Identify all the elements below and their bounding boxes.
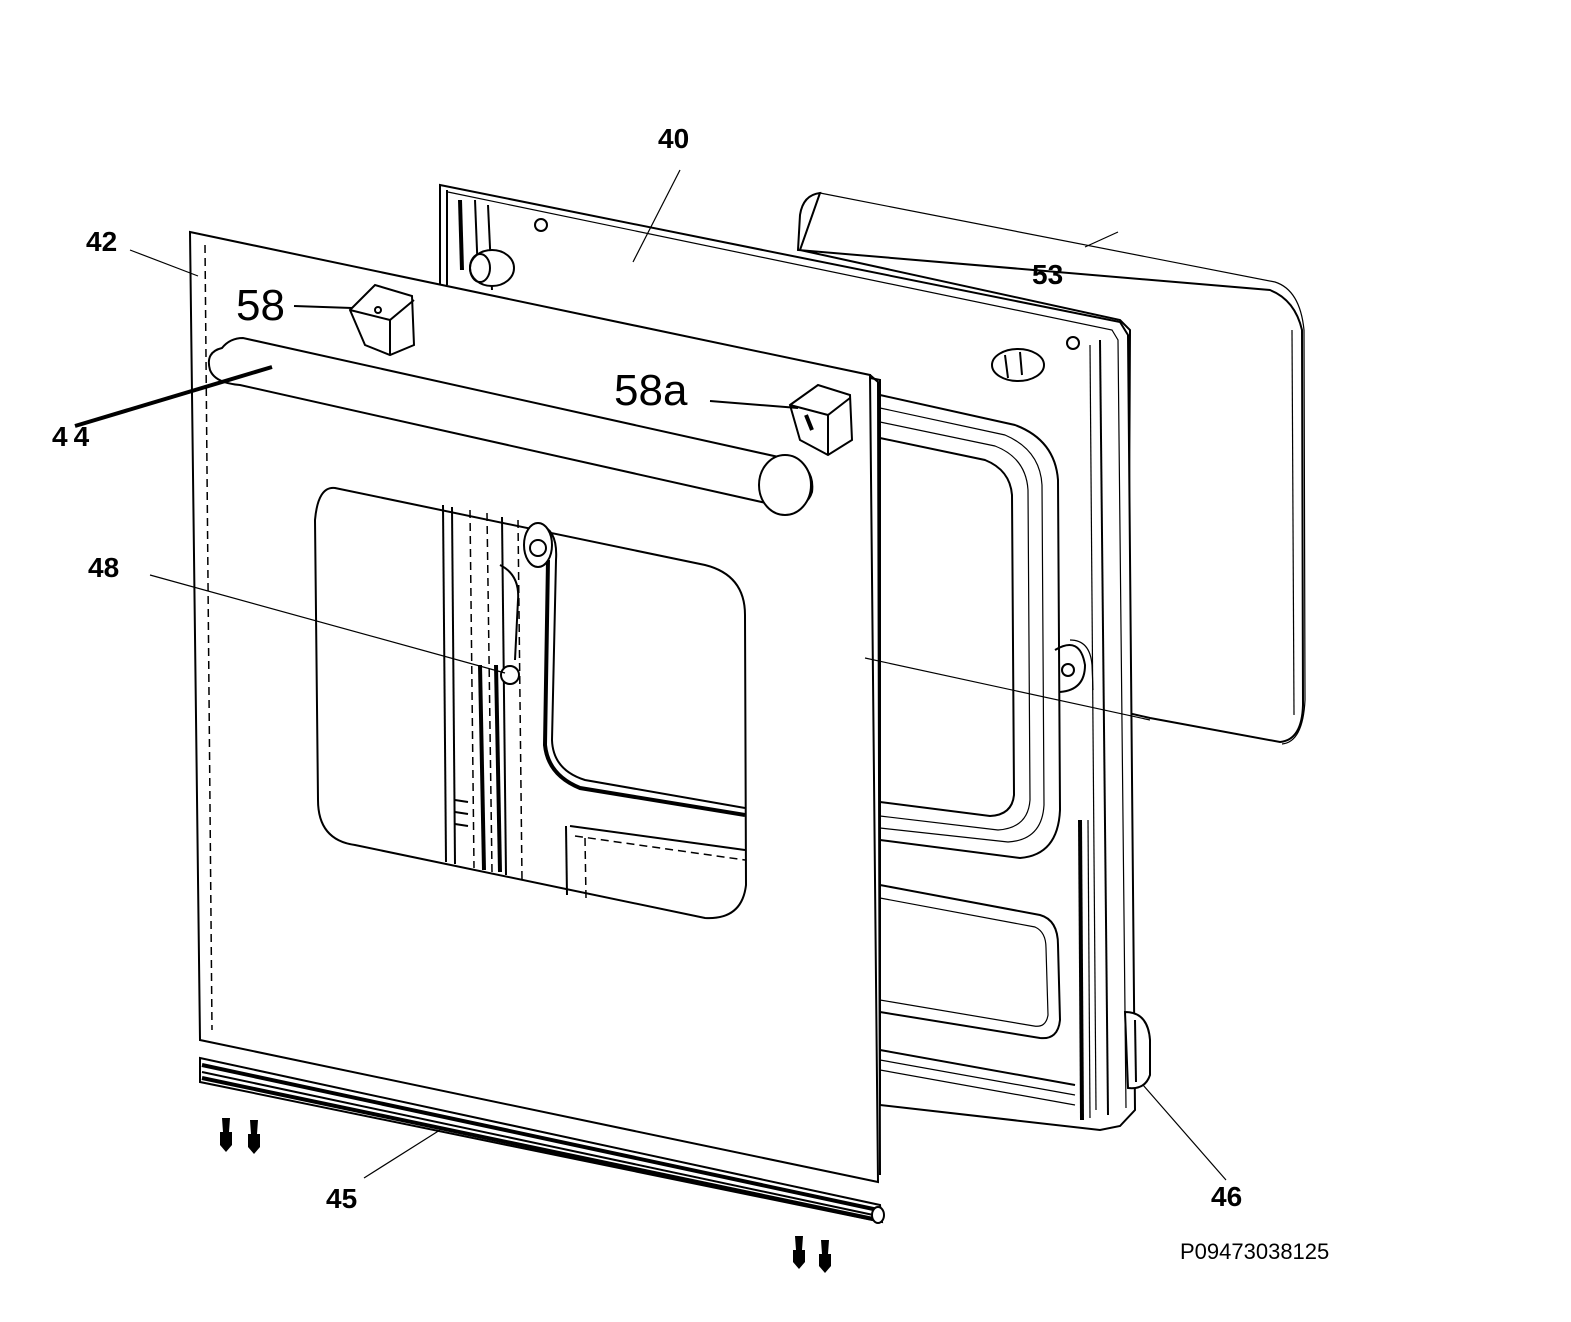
leader-lines [74, 169, 1227, 1181]
label-44: 44 [52, 421, 95, 452]
outer-panel-42 [188, 230, 881, 1184]
label-40: 40 [658, 123, 689, 154]
leader-42 [129, 249, 199, 277]
label-48: 48 [88, 552, 119, 583]
label-58: 58 [236, 281, 285, 330]
leader-58a [709, 400, 799, 409]
leader-48 [149, 574, 506, 674]
rear-panel-53 [796, 191, 1306, 745]
leader-45 [363, 1129, 441, 1179]
label-42: 42 [86, 226, 117, 257]
leader-40 [632, 169, 681, 263]
leader-48-rear [864, 657, 1151, 721]
bottom-trim-45 [199, 1056, 885, 1224]
leader-44 [74, 365, 273, 428]
leader-46 [1142, 1084, 1227, 1181]
callout-labels: 40 42 44 45 46 48 53 58 58a P09473038125 [52, 123, 1329, 1264]
leader-58 [293, 305, 353, 309]
leader-53 [1084, 231, 1119, 248]
label-53: 53 [1032, 259, 1063, 290]
label-46: 46 [1211, 1181, 1242, 1212]
screws [220, 1118, 831, 1273]
label-58a: 58a [614, 366, 688, 415]
label-45: 45 [326, 1183, 357, 1214]
part-code: P09473038125 [1180, 1239, 1329, 1264]
